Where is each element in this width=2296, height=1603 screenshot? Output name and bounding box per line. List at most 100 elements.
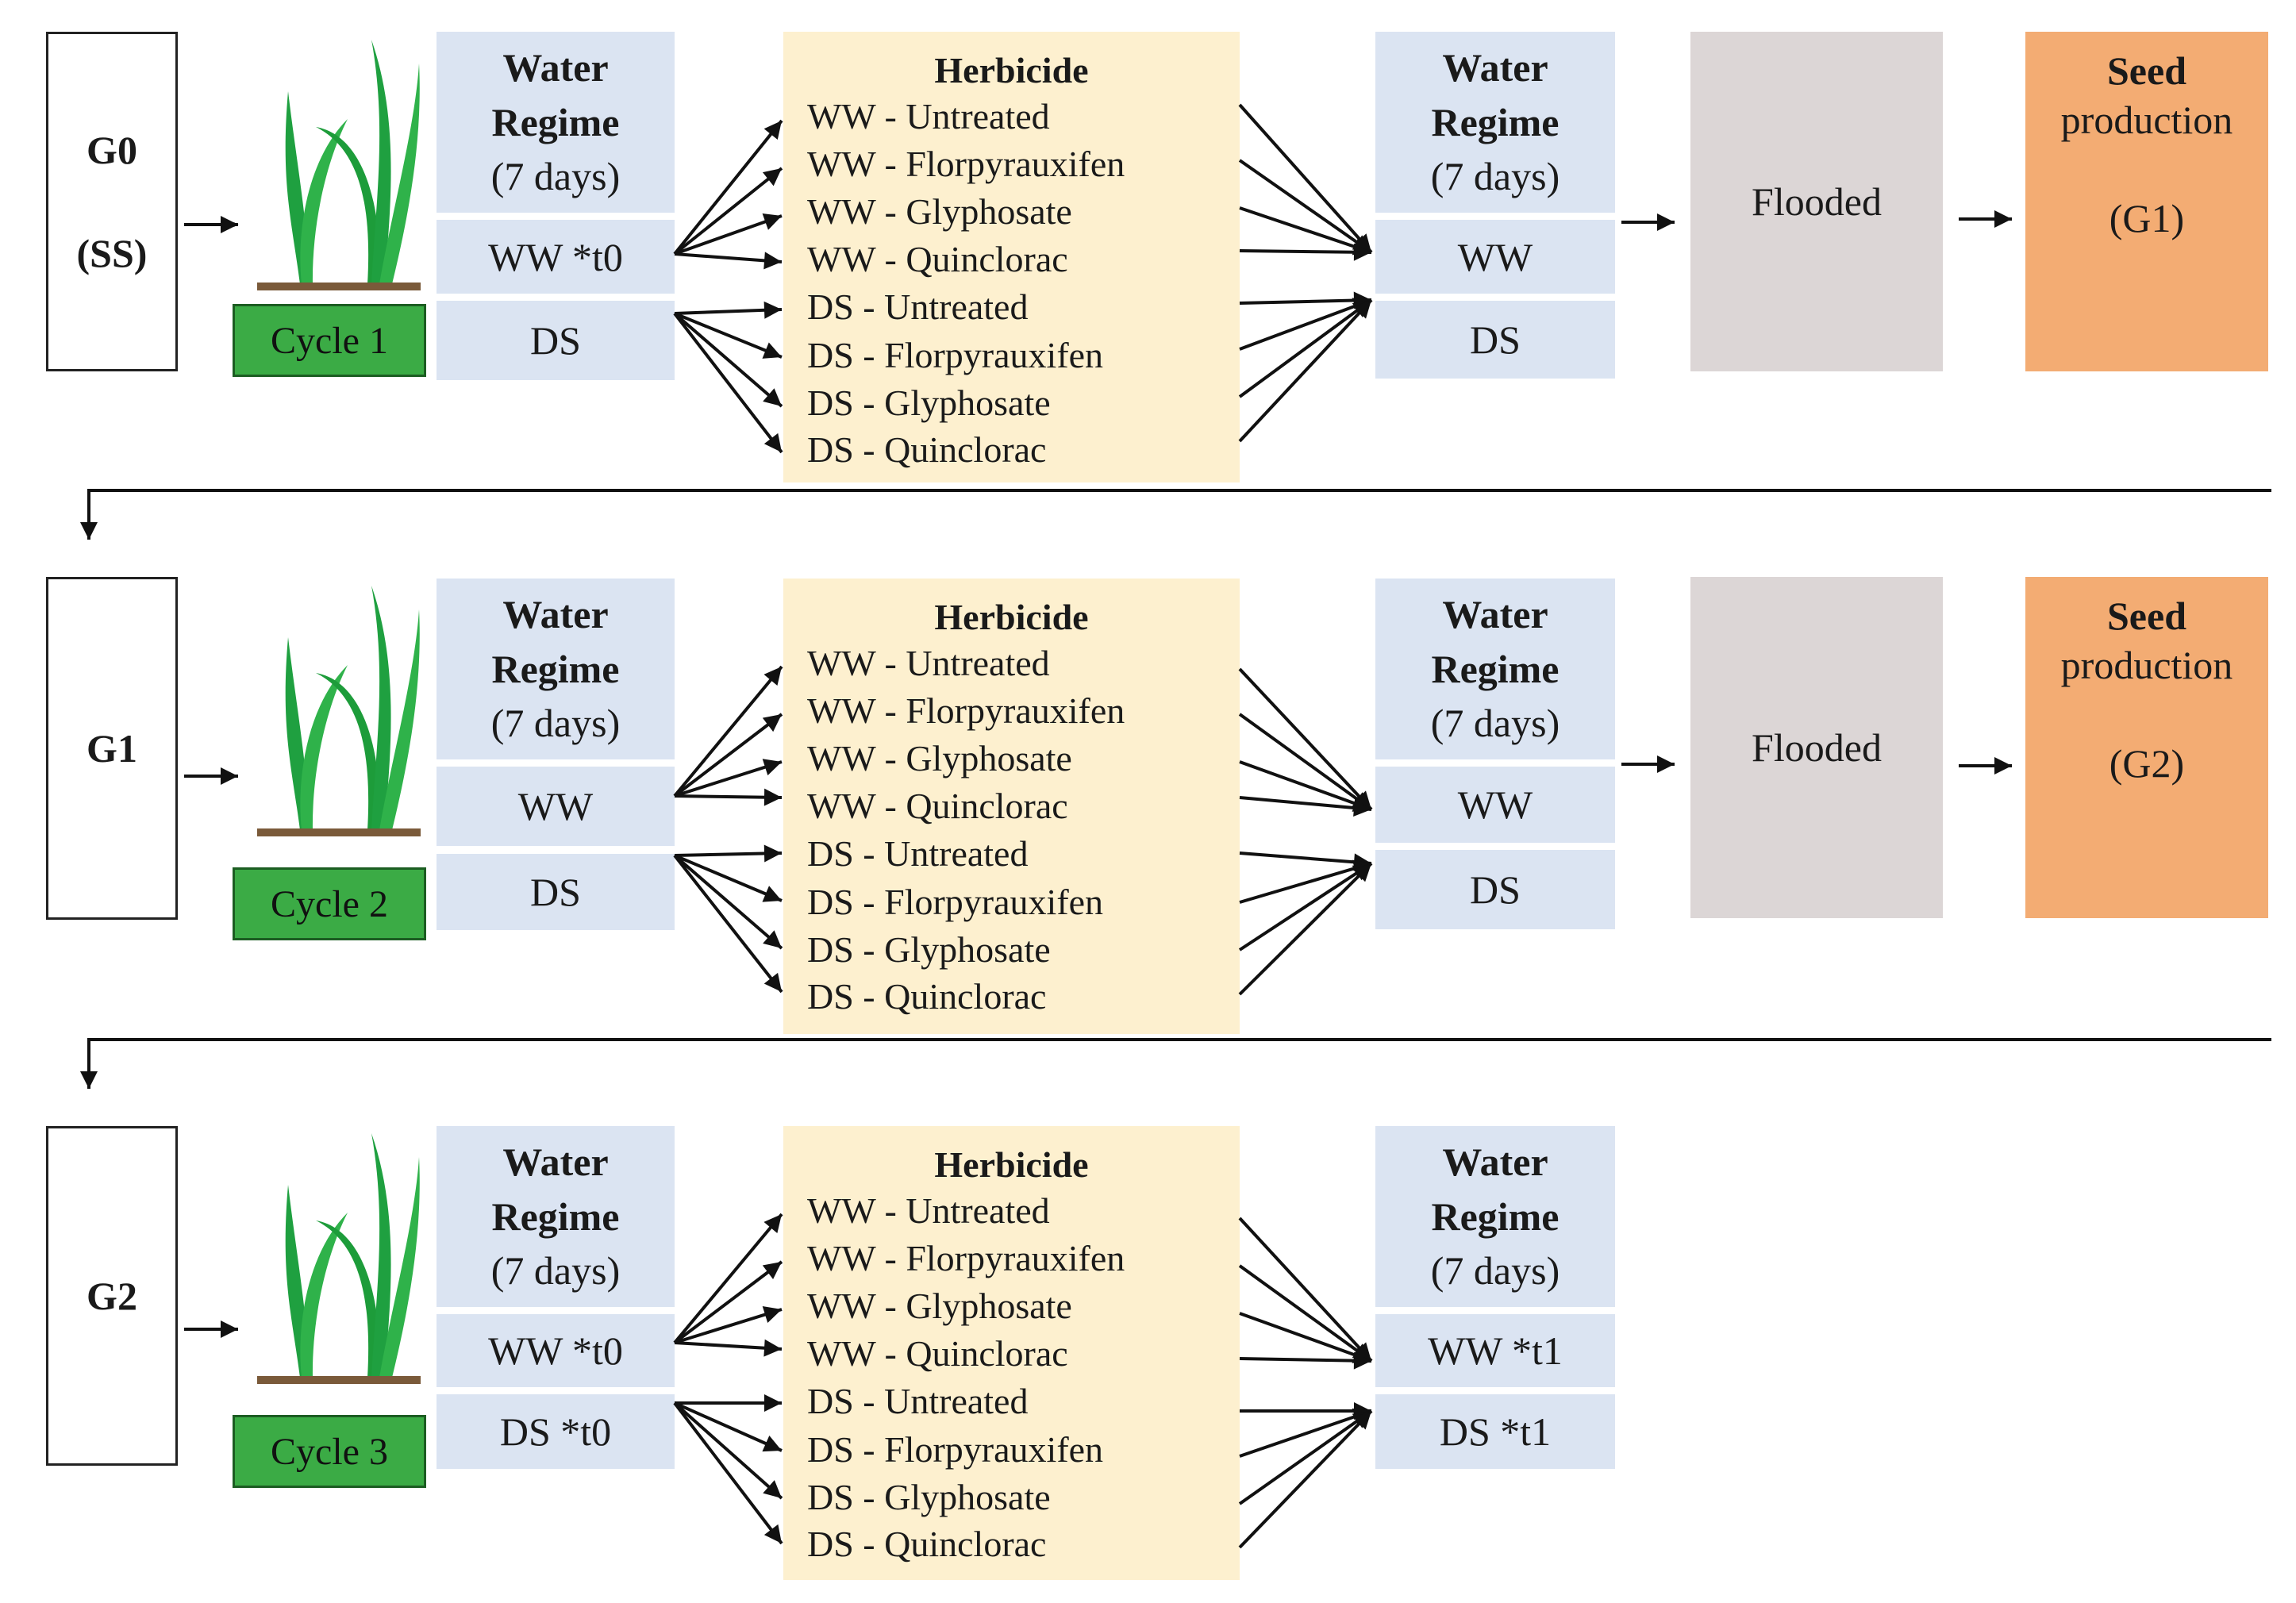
arrowhead: [763, 1480, 782, 1498]
cycle-text: Cycle 1: [271, 319, 388, 362]
water-regime-title-2: Regime: [491, 1194, 620, 1239]
herbicide-item: WW - Glyphosate: [807, 1286, 1072, 1326]
water-regime-duration: (7 days): [490, 701, 621, 746]
seed-generation: (G2): [2109, 741, 2185, 786]
seed-title: Seed: [2107, 48, 2186, 93]
seed-production-box: Seed production (G2): [2025, 577, 2268, 918]
arrowhead: [762, 1436, 782, 1452]
arrowhead: [762, 1262, 782, 1280]
cycle-label-2: Cycle 2: [233, 867, 426, 940]
water-regime-title-1: Water: [502, 1140, 609, 1185]
water-regime-title-2: Regime: [491, 99, 620, 144]
post-water-regime-title-2: Regime: [1431, 646, 1560, 691]
herbicide-item: DS - Glyphosate: [807, 382, 1051, 423]
arrowhead: [221, 216, 238, 233]
herbicide-item: DS - Florpyrauxifen: [807, 1429, 1104, 1470]
post-ww-cell: WW: [1375, 220, 1615, 294]
arrowhead: [763, 667, 782, 686]
generation-box-g2: G2: [46, 1126, 178, 1466]
herbicide-box: Herbicide WW - Untreated WW - Florpyraux…: [783, 1126, 1240, 1580]
arrowhead: [763, 301, 782, 319]
cycle-text: Cycle 3: [271, 1430, 388, 1473]
post-ww-label: WW *t1: [1428, 1328, 1563, 1373]
arrowhead: [1994, 757, 2012, 775]
post-water-regime-duration: (7 days): [1430, 1248, 1560, 1294]
arrowhead: [1352, 300, 1371, 319]
pre-ww-label: WW *t0: [488, 1328, 623, 1373]
herbicide-item: WW - Florpyrauxifen: [807, 144, 1125, 184]
herbicide-item: DS - Untreated: [807, 286, 1029, 327]
post-ds-label: DS: [1470, 317, 1521, 362]
herbicide-item: DS - Untreated: [807, 1381, 1029, 1421]
generation-label: G1: [87, 726, 137, 771]
generation-box-g0: G0 (SS): [46, 32, 178, 371]
post-ds-cell: DS: [1375, 301, 1615, 379]
arrowhead: [763, 788, 782, 806]
arrowhead: [762, 714, 782, 732]
arrowhead: [762, 1306, 782, 1324]
post-water-regime-duration: (7 days): [1430, 154, 1560, 199]
herbicide-item: WW - Quinclorac: [807, 786, 1068, 826]
post-ds-cell: DS: [1375, 850, 1615, 929]
arrowhead: [763, 121, 782, 140]
herbicide-item: DS - Glyphosate: [807, 1477, 1051, 1517]
flooded-box: Flooded: [1690, 577, 1943, 918]
herbicide-item: DS - Quinclorac: [807, 976, 1047, 1017]
arrowhead: [1994, 210, 2012, 228]
herbicide-title: Herbicide: [934, 50, 1089, 90]
water-regime-header: Water Regime (7 days): [437, 32, 675, 213]
generation-label: G2: [87, 1274, 137, 1318]
water-regime-header: Water Regime (7 days): [437, 579, 675, 759]
seed-generation: (G1): [2109, 196, 2185, 240]
arrowhead: [764, 1394, 782, 1412]
rice-plant-icon: [252, 578, 427, 840]
cycle-label-3: Cycle 3: [233, 1415, 426, 1488]
herbicide-item: DS - Glyphosate: [807, 929, 1051, 970]
post-ds-cell: DS *t1: [1375, 1394, 1615, 1469]
water-regime-duration: (7 days): [490, 1248, 621, 1294]
herbicide-item: DS - Quinclorac: [807, 429, 1047, 470]
herbicide-item: WW - Untreated: [807, 643, 1050, 683]
rice-plant-icon: [252, 1125, 427, 1387]
arrowhead: [763, 432, 782, 452]
arrowhead: [762, 168, 782, 186]
pre-ww-cell: WW *t0: [437, 220, 675, 294]
pre-ww-cell: WW *t0: [437, 1314, 675, 1387]
seed-title: Seed: [2107, 594, 2186, 638]
herbicide-item: WW - Glyphosate: [807, 738, 1072, 778]
post-water-regime-title-2: Regime: [1431, 99, 1560, 144]
generation-sublabel: (SS): [76, 231, 148, 275]
post-water-regime-header: Water Regime (7 days): [1375, 32, 1615, 213]
water-regime-title-1: Water: [502, 45, 609, 90]
cycle-text: Cycle 2: [271, 882, 388, 925]
flooded-box: Flooded: [1690, 32, 1943, 371]
post-ww-label: WW: [1457, 782, 1533, 827]
herbicide-item: WW - Florpyrauxifen: [807, 1238, 1125, 1278]
arrowhead: [1352, 1411, 1371, 1430]
pre-ds-cell: DS *t0: [437, 1394, 675, 1469]
post-water-regime-header: Water Regime (7 days): [1375, 579, 1615, 759]
post-ww-cell: WW *t1: [1375, 1314, 1615, 1387]
pre-ww-label: WW *t0: [488, 234, 623, 279]
herbicide-title: Herbicide: [934, 597, 1089, 637]
water-regime-duration: (7 days): [490, 154, 621, 199]
arrowhead: [1657, 755, 1675, 773]
arrowhead: [762, 886, 782, 902]
post-ds-label: DS *t1: [1439, 1409, 1552, 1454]
flooded-label: Flooded: [1752, 179, 1882, 224]
water-regime-header: Water Regime (7 days): [437, 1126, 675, 1307]
arrowhead: [763, 1524, 782, 1543]
seed-subtitle: production: [2060, 98, 2233, 142]
arrowhead: [1353, 243, 1371, 261]
arrowhead: [763, 1214, 782, 1233]
arrowhead: [763, 930, 782, 948]
post-ww-cell: WW: [1375, 767, 1615, 843]
pre-ww-cell: WW: [437, 767, 675, 846]
arrowhead: [1353, 1351, 1371, 1370]
pre-ds-cell: DS: [437, 854, 675, 930]
arrowhead: [1657, 213, 1675, 231]
generation-box-g1: G1: [46, 577, 178, 920]
post-ds-label: DS: [1470, 867, 1521, 912]
